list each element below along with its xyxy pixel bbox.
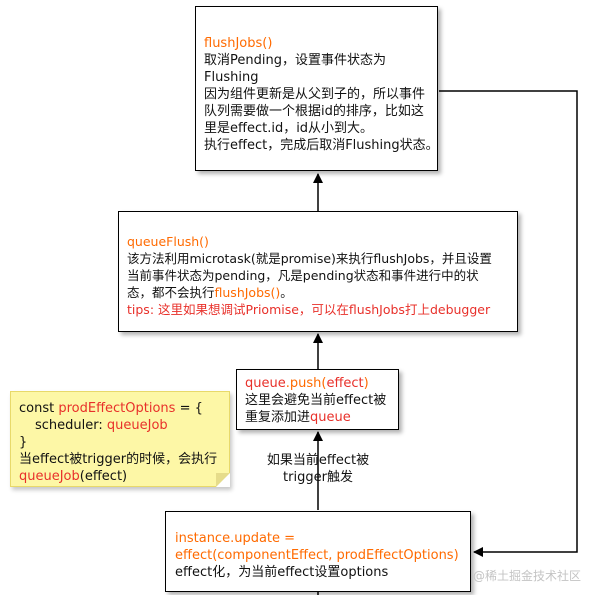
flushjobs-line-1: 取消Pending，设置事件状态为 — [204, 53, 386, 68]
queuepush-title-close: ) — [363, 376, 369, 391]
flushjobs-title: flushJobs() — [204, 36, 273, 51]
arrow-flushjobs-to-instance — [439, 90, 578, 557]
note-line-5: queueJob(effect) — [19, 468, 229, 485]
queuepush-title-queue: queue — [245, 376, 286, 391]
trigger-edge-label: 如果当前effect被 trigger触发 — [258, 452, 378, 486]
instance-line-2: effect(componentEffect, prodEffectOption… — [175, 548, 459, 563]
trigger-label-line-1: 如果当前effect被 — [266, 453, 370, 468]
note-line-3: } — [19, 435, 28, 450]
queuepush-title: queue.push(effect) — [245, 375, 398, 392]
note-line-4: 当effect被trigger的时候，会执行 — [19, 452, 218, 467]
trigger-label-line-2: trigger触发 — [283, 470, 353, 485]
note-line-2-prefix: scheduler: — [35, 418, 107, 433]
note-line-1-suffix: = { — [175, 401, 203, 416]
queueflush-line-1: 该方法利用microtask(就是promise)来执行flushJobs，并且… — [127, 251, 492, 266]
flushjobs-line-3: 因为组件更新是从父到子的，所以事件 — [204, 87, 426, 102]
queueflush-title: queueFlush() — [127, 234, 209, 249]
watermark: @稀土掘金技术社区 — [472, 569, 581, 583]
queuepush-title-push: .push( — [285, 376, 327, 391]
instance-line-3: effect化，为当前effect设置options — [175, 565, 389, 580]
flushjobs-line-4: 队列需要做一个根据id的排序，比如这 — [204, 104, 424, 119]
note-line-1: const prodEffectOptions = { — [19, 400, 229, 417]
flushjobs-box: flushJobs() 取消Pending，设置事件状态为 Flushing 因… — [195, 6, 439, 171]
note-line-2: scheduler: queueJob — [19, 417, 229, 434]
flushjobs-line-2: Flushing — [204, 70, 259, 85]
queuepush-box: queue.push(effect) 这里会避免当前effect被 重复添加进q… — [236, 369, 399, 430]
note-line-2-highlight: queueJob — [106, 418, 168, 433]
queueflush-line-3-highlight: flushJobs() — [214, 285, 281, 300]
note-line-1-prefix: const — [19, 401, 59, 416]
queueflush-line-2: 当前事件状态为pending，凡是pending状态和事件进行中的状 — [127, 268, 479, 283]
note-line-1-highlight: prodEffectOptions — [58, 401, 176, 416]
queueflush-tips: tips: 这里如果想调试Priomise，可以在flushJobs打上debu… — [127, 302, 491, 317]
flushjobs-line-5: 里是effect.id，id从小到大。 — [204, 121, 374, 136]
flushjobs-line-6: 执行effect，完成后取消Flushing状态。 — [204, 138, 439, 153]
note-line-5-highlight: queueJob — [19, 469, 80, 484]
queuepush-line-2-highlight: queue — [310, 410, 351, 425]
prodeffectoptions-note: const prodEffectOptions = { scheduler: q… — [10, 391, 230, 487]
note-line-5-suffix: (effect) — [79, 469, 128, 484]
instance-line-1: instance.update = — [175, 531, 296, 546]
instance-update-box: instance.update = effect(componentEffect… — [165, 511, 471, 592]
queueflush-line-3-suffix: 。 — [280, 285, 293, 300]
queueflush-line-3: 态，都不会执行flushJobs()。 — [127, 284, 517, 301]
queueflush-line-3-prefix: 态，都不会执行 — [127, 285, 215, 300]
queuepush-title-arg: effect — [326, 376, 364, 391]
queuepush-line-2: 重复添加进queue — [245, 409, 398, 426]
queuepush-line-1: 这里会避免当前effect被 — [245, 393, 387, 408]
queueflush-box: queueFlush() 该方法利用microtask(就是promise)来执… — [118, 211, 518, 332]
queuepush-line-2-prefix: 重复添加进 — [245, 410, 311, 425]
